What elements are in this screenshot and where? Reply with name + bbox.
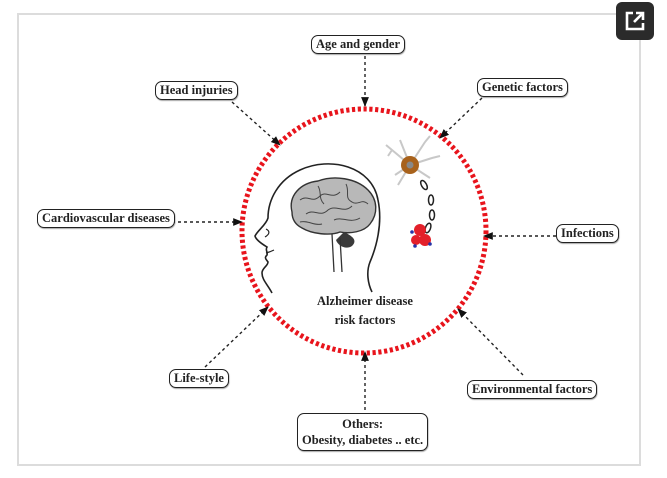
neuron-with-amyloid-icon [385,135,441,248]
expand-button[interactable] [616,2,654,40]
center-title-line1: Alzheimer disease [317,294,413,308]
arrow-head [231,101,281,146]
factor-environmental: Environmental factors [467,380,598,399]
arrow-environmental [457,308,524,376]
arrow-lifestyle [204,306,269,368]
factor-others-detail: Obesity, diabetes .. etc. [302,433,424,447]
factor-life-style: Life-style [169,369,229,388]
head-with-brain-icon [254,163,381,294]
factor-genetic: Genetic factors [477,78,568,97]
open-in-new-window-icon [625,11,645,31]
factor-cardiovascular: Cardiovascular diseases [37,209,175,228]
center-title: Alzheimer disease risk factors [300,292,430,330]
factor-others: Others: Obesity, diabetes .. etc. [297,413,429,451]
factor-infections: Infections [556,224,619,243]
factor-age-and-gender: Age and gender [311,35,406,54]
center-title-line2: risk factors [334,313,396,327]
factor-head-injuries: Head injuries [155,81,238,100]
arrow-genetic [439,97,483,139]
factor-others-title: Others: [342,417,384,431]
